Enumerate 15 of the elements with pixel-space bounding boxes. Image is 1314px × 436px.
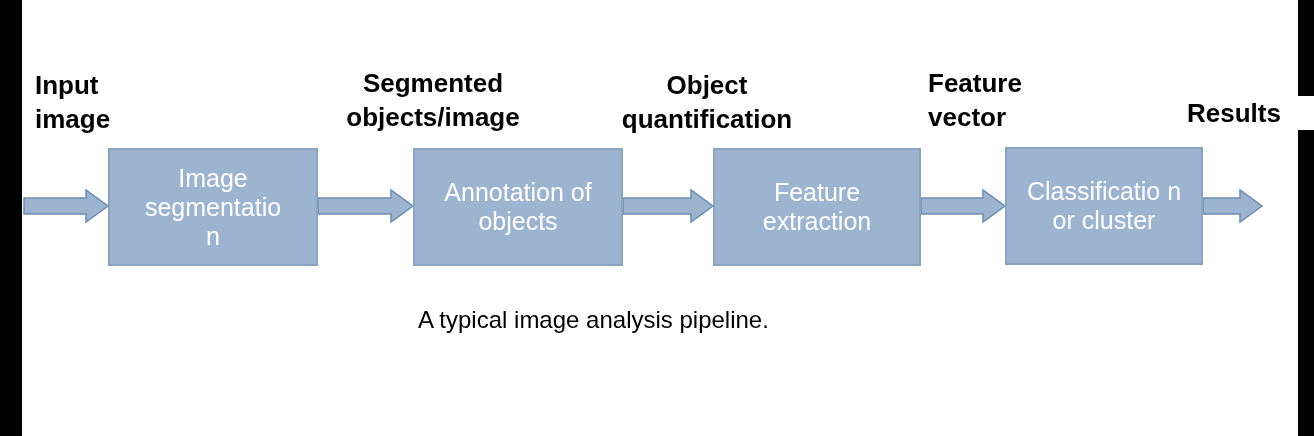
block-arrow xyxy=(920,188,1007,224)
block-arrow xyxy=(23,188,110,224)
block-arrow xyxy=(317,188,415,224)
process-box xyxy=(1005,147,1203,265)
box-label: Feature extraction xyxy=(761,178,873,236)
box-label: Classificatio n or cluster xyxy=(1025,177,1183,235)
process-box xyxy=(413,148,623,266)
caption: A typical image analysis pipeline. xyxy=(418,306,769,334)
block-arrow xyxy=(622,188,715,224)
box-label: Image segmentatio n xyxy=(143,163,283,251)
process-box xyxy=(713,148,921,266)
process-box xyxy=(108,148,318,266)
box-label: Annotation of objects xyxy=(443,178,593,236)
block-arrow xyxy=(1202,188,1264,224)
edge-label: Results xyxy=(1187,96,1314,130)
